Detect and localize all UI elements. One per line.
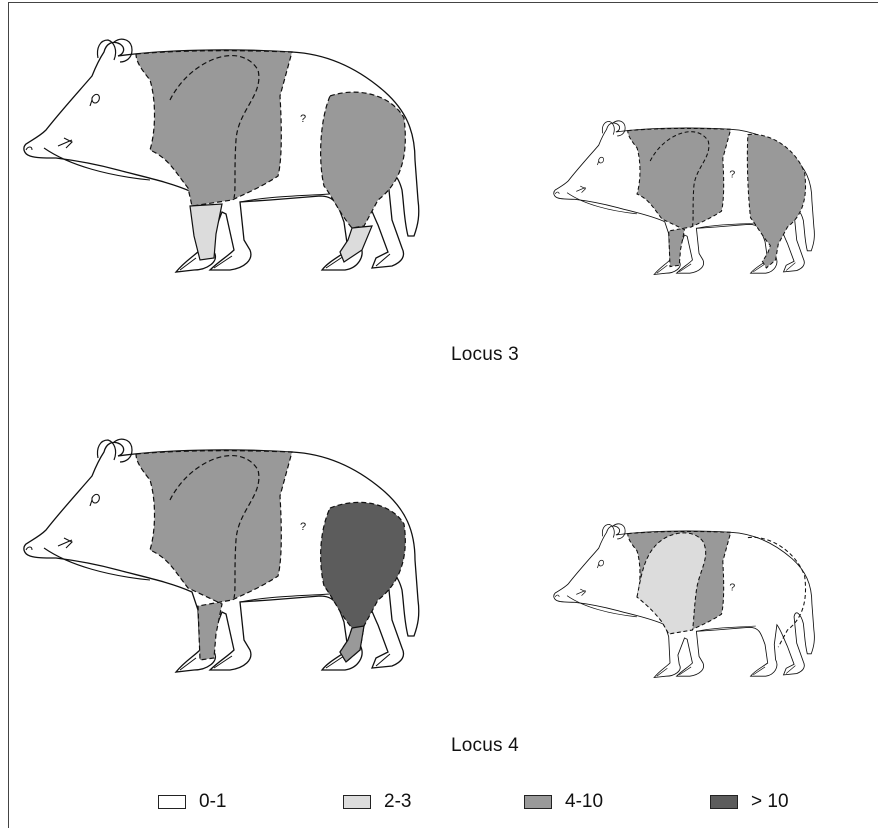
boar-locus4-large: ? [24,439,419,672]
legend-swatch [710,795,738,809]
legend-item-2-3: 2-3 [343,790,411,814]
legend-item-4-10: 4-10 [524,790,603,814]
legend-label: 0-1 [199,791,226,813]
legend-swatch [158,795,186,809]
caption-locus-3: Locus 3 [451,344,519,366]
legend-label: 4-10 [565,791,603,813]
legend-label: > 10 [751,791,789,813]
legend-label: 2-3 [384,791,411,813]
boar-locus3-large: ? [24,39,419,272]
unknown-mark: ? [300,113,306,125]
region-hind [321,92,406,228]
boar-locus4-small: ? [554,524,815,678]
region-shoulder [628,128,731,266]
legend-item-gt-10: > 10 [710,790,789,814]
legend-swatch [524,795,552,809]
unknown-mark: ? [300,521,306,533]
caption-locus-4: Locus 4 [451,735,519,757]
region-foreleg-lower [190,204,222,260]
unknown-mark: ? [729,169,735,181]
region-shoulder [136,451,292,660]
legend-item-0-1: 0-1 [158,790,226,814]
legend-swatch [343,795,371,809]
unknown-mark: ? [729,581,735,593]
boar-locus3-small: ? [554,121,815,275]
